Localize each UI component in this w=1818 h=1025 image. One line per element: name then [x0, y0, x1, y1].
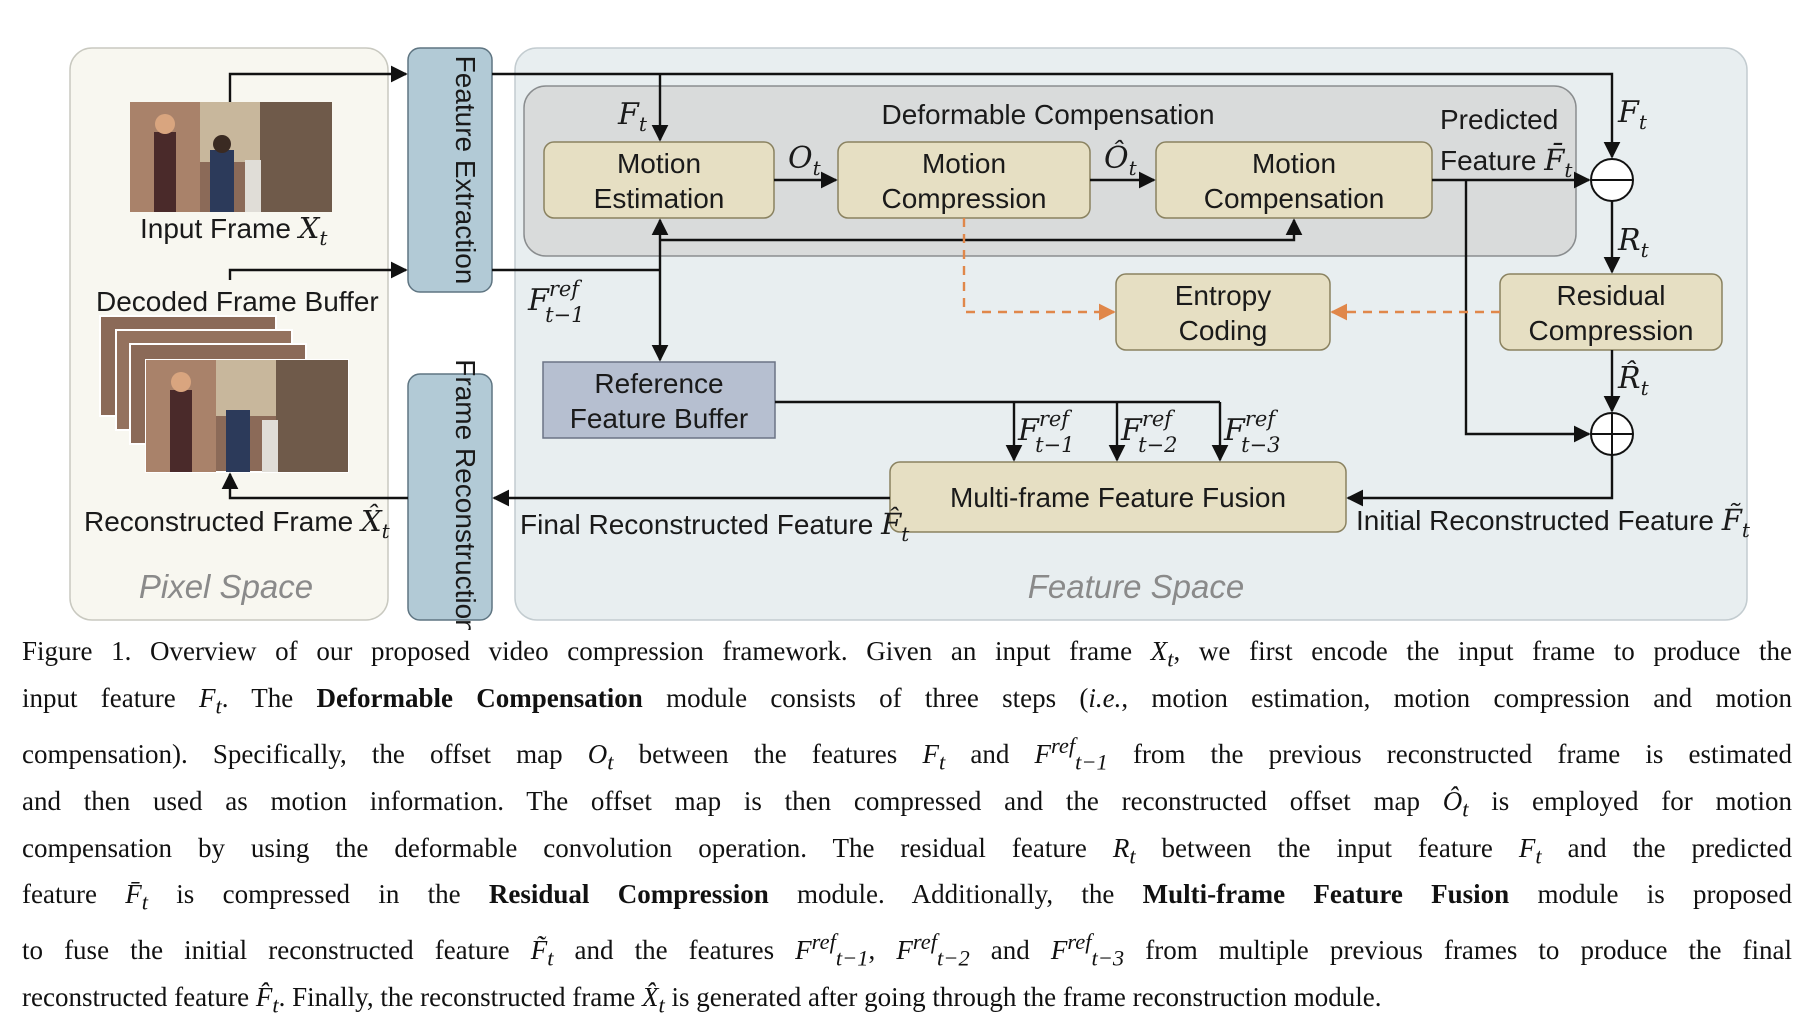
motion-compression-label-2: Compression	[882, 183, 1047, 214]
entropy-coding-box	[1115, 273, 1331, 351]
reference-feature-buffer-box	[542, 361, 776, 439]
initial-reconstructed-feature-label: Initial Reconstructed Feature F̃t	[1356, 503, 1751, 542]
subtract-operator	[1590, 158, 1634, 202]
label-Ot-hat: Ôt	[1104, 140, 1138, 180]
deformable-compensation-title: Deformable Compensation	[881, 99, 1214, 130]
motion-compensation-label-1: Motion	[1252, 148, 1336, 179]
figure-caption: Figure 1. Overview of our proposed video…	[22, 632, 1792, 1025]
motion-estimation-label-2: Estimation	[594, 183, 725, 214]
residual-compression-label-2: Compression	[1529, 315, 1694, 346]
decoded-frame-buffer-images	[99, 315, 349, 473]
entropy-coding-label-1: Entropy	[1175, 280, 1272, 311]
caption-line-7: to fuse the initial reconstructed featur…	[22, 929, 1793, 971]
label-Rt-hat: R̂t	[1617, 361, 1650, 400]
residual-compression-label-1: Residual	[1557, 280, 1666, 311]
caption-line-3: compensation). Specifically, the offset …	[22, 732, 1793, 775]
motion-compression-label-1: Motion	[922, 148, 1006, 179]
final-reconstructed-feature-label: Final Reconstructed Feature F̂t	[520, 507, 910, 546]
frame-reconstruction-label: Frame Reconstruction	[450, 359, 481, 630]
caption-line-1: Figure 1. Overview of our proposed video…	[22, 636, 1792, 672]
framework-diagram: Pixel Space Feature Space Input Frame Xt…	[69, 47, 1751, 630]
multi-frame-fusion-label: Multi-frame Feature Fusion	[950, 482, 1286, 513]
caption-line-6: feature F̄t is compressed in the Residua…	[22, 879, 1793, 915]
add-operator	[1590, 412, 1634, 456]
input-frame-label: Input Frame Xt	[140, 211, 328, 250]
input-frame-image	[130, 102, 332, 212]
caption-line-5: compensation by using the deformable con…	[22, 832, 1792, 868]
label-Ft-top: Ft	[617, 97, 648, 136]
reference-buffer-label-2: Feature Buffer	[570, 403, 748, 434]
connection-lines	[221, 65, 1621, 507]
dashed-entropy-lines	[962, 218, 1500, 321]
caption-line-2: input feature Ft. The Deformable Compens…	[22, 682, 1792, 719]
decoded-frame-buffer-label: Decoded Frame Buffer	[96, 286, 379, 317]
predicted-feature-label-2: Feature F̄t	[1440, 142, 1573, 182]
pixel-space-label: Pixel Space	[139, 568, 313, 605]
predicted-feature-label: Predicted	[1440, 104, 1558, 135]
motion-estimation-label-1: Motion	[617, 148, 701, 179]
feature-extraction-box	[407, 47, 493, 293]
entropy-coding-label-2: Coding	[1179, 315, 1268, 346]
feature-extraction-label: Feature Extraction	[450, 56, 481, 285]
caption-line-4: and then used as motion information. The…	[22, 785, 1793, 822]
feature-space-label: Feature Space	[1028, 568, 1244, 605]
motion-compensation-label-2: Compensation	[1204, 183, 1385, 214]
reconstructed-frame-label: Reconstructed Frame X̂t	[84, 504, 391, 543]
label-Ot: Ot	[788, 141, 822, 180]
label-Ft-right: Ft	[1617, 95, 1648, 134]
reference-buffer-label-1: Reference	[594, 368, 723, 399]
caption-line-8: reconstructed feature F̂t. Finally, the …	[22, 982, 1382, 1018]
label-Rt: Rt	[1617, 223, 1650, 262]
